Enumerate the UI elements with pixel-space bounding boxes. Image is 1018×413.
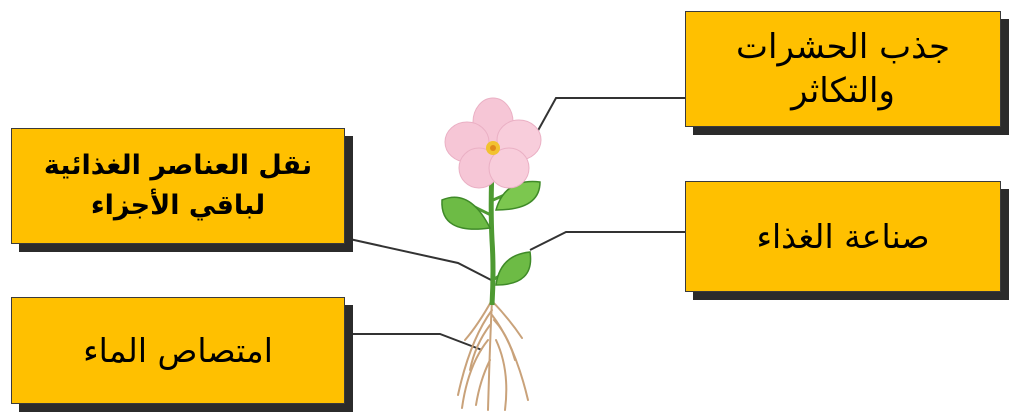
label-attract-line2: والتكاثر [791,71,895,111]
roots [457,299,529,411]
label-water-text: امتصاص الماء [83,331,273,370]
label-nutrient-transport: نقل العناصر الغذائية لباقي الأجزاء [11,128,345,244]
label-food-making: صناعة الغذاء [685,181,1001,292]
label-attract-line1: جذب الحشرات [736,27,950,67]
label-water-absorption: امتصاص الماء [11,297,345,404]
label-transport-line1: نقل العناصر الغذائية [43,150,313,181]
flower [444,97,542,189]
label-food-text: صناعة الغذاء [756,217,930,256]
connector-leaf [529,231,685,251]
connector-stem [344,237,496,283]
label-attract-insects: جذب الحشرات والتكاثر [685,11,1001,127]
connector-flower [529,97,685,146]
label-transport-line2: لباقي الأجزاء [90,190,266,221]
leaves [441,180,541,286]
connector-root [345,333,483,351]
